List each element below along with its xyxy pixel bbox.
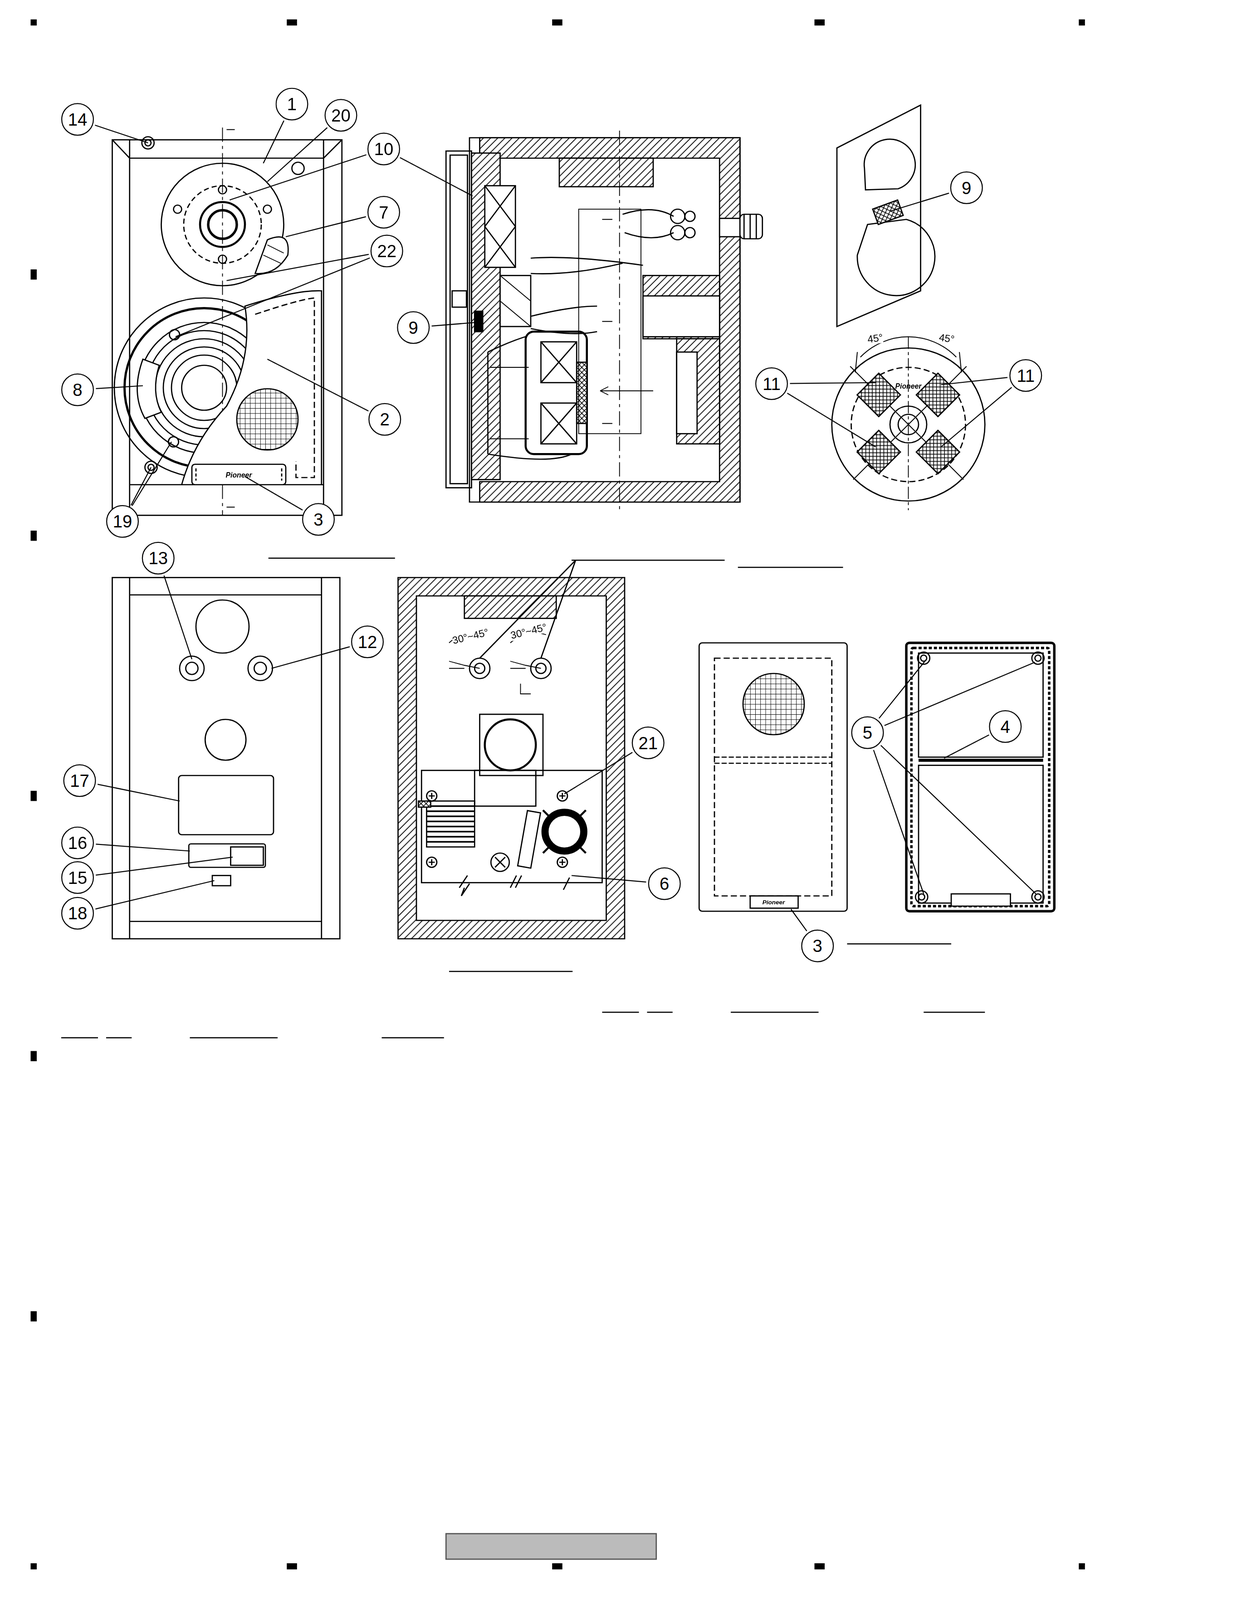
leader-line <box>889 193 949 212</box>
callout-circle: 22 <box>370 234 404 268</box>
callout-number: 16 <box>68 834 88 852</box>
callout-circle: 16 <box>61 826 94 860</box>
callout-number: 9 <box>961 179 972 197</box>
leader-line <box>229 154 367 201</box>
callout-circle: 13 <box>141 542 175 575</box>
callout-number: 13 <box>148 549 168 568</box>
callout-number: 8 <box>72 381 83 399</box>
leader-line <box>285 216 367 237</box>
drawing-label: Pioneer <box>225 470 253 479</box>
callout-circle: 3 <box>302 503 335 536</box>
callout-circle: 9 <box>396 311 430 344</box>
leader-line <box>431 322 476 327</box>
leader-line <box>132 441 172 506</box>
callout-circle: 19 <box>106 505 139 538</box>
callout-circle: 8 <box>61 373 94 407</box>
leader-line <box>271 646 350 669</box>
leader-line <box>564 752 633 794</box>
leader-line <box>789 382 876 384</box>
callout-number: 22 <box>376 242 397 260</box>
leader-line <box>175 258 370 338</box>
callout-number: 11 <box>1016 366 1035 385</box>
callout-number: 5 <box>862 723 873 742</box>
callout-circle: 18 <box>61 897 94 930</box>
drawing-label: 45° <box>938 332 956 345</box>
callout-number: 1 <box>287 95 297 113</box>
drawing-label: Pioneer <box>762 899 786 906</box>
leader-line <box>131 467 152 506</box>
callout-circle: 5 <box>851 716 885 750</box>
callout-circle: 17 <box>63 764 97 797</box>
callout-circle: 4 <box>988 710 1022 744</box>
drawing-label: 30°~45° <box>451 627 490 646</box>
leader-line <box>879 660 926 719</box>
leader-line <box>164 575 192 660</box>
callout-number: 20 <box>331 106 351 124</box>
callout-circle: 11 <box>755 367 788 401</box>
leader-line <box>95 386 143 389</box>
callout-number: 4 <box>1000 718 1011 736</box>
leader-line <box>571 875 646 883</box>
callout-number: 21 <box>638 734 658 752</box>
callout-number: 11 <box>762 375 781 393</box>
callout-number: 12 <box>357 633 378 651</box>
leader-line <box>787 393 876 447</box>
callout-number: 2 <box>380 410 390 429</box>
callout-circle: 2 <box>368 403 401 436</box>
illustration <box>61 105 1055 1560</box>
drawing-label: Pioneer <box>895 382 922 390</box>
callout-number: 3 <box>812 937 823 955</box>
callout-circle: 12 <box>351 625 384 659</box>
callout-number: 3 <box>313 510 323 529</box>
registration-marks <box>30 19 1086 1570</box>
callout-number: 17 <box>69 772 90 790</box>
callout-circle: 10 <box>367 132 401 166</box>
callout-circle: 14 <box>61 102 94 136</box>
callout-number: 15 <box>68 869 88 887</box>
callout-number: 19 <box>112 513 133 531</box>
callout-number: 9 <box>408 318 419 337</box>
callout-number: 7 <box>378 203 389 221</box>
leader-line <box>95 844 190 851</box>
leader-line <box>880 745 1037 895</box>
callout-number: 10 <box>374 140 394 158</box>
callout-circle: 15 <box>61 861 94 895</box>
leader-line <box>267 359 369 411</box>
callout-circle: 11 <box>1009 359 1042 392</box>
leader-line <box>95 857 233 876</box>
callout-circle: 7 <box>367 195 401 229</box>
callout-circle: 3 <box>801 929 834 963</box>
leader-line <box>97 784 180 802</box>
leader-line <box>263 120 284 164</box>
leader-line <box>791 909 807 932</box>
leader-line <box>873 750 924 895</box>
drawing-label: 45° <box>867 332 885 345</box>
callout-circle: 1 <box>275 88 309 121</box>
callout-number: 18 <box>68 904 88 923</box>
leader-line <box>941 387 1013 447</box>
callout-circle: 6 <box>648 867 681 901</box>
leader-line <box>943 735 989 759</box>
leader-line <box>95 880 215 910</box>
leader-line <box>400 157 473 196</box>
leader-line <box>267 127 328 182</box>
callout-number: 14 <box>68 110 88 128</box>
callout-circle: 20 <box>324 98 358 132</box>
leader-line <box>94 125 148 143</box>
callout-circle: 21 <box>631 726 665 760</box>
callout-number: 6 <box>659 875 670 893</box>
leader-line <box>244 476 303 511</box>
callout-circle: 9 <box>950 171 983 205</box>
leader-line <box>941 377 1008 385</box>
drawing-label: 30°~45° <box>509 622 548 641</box>
